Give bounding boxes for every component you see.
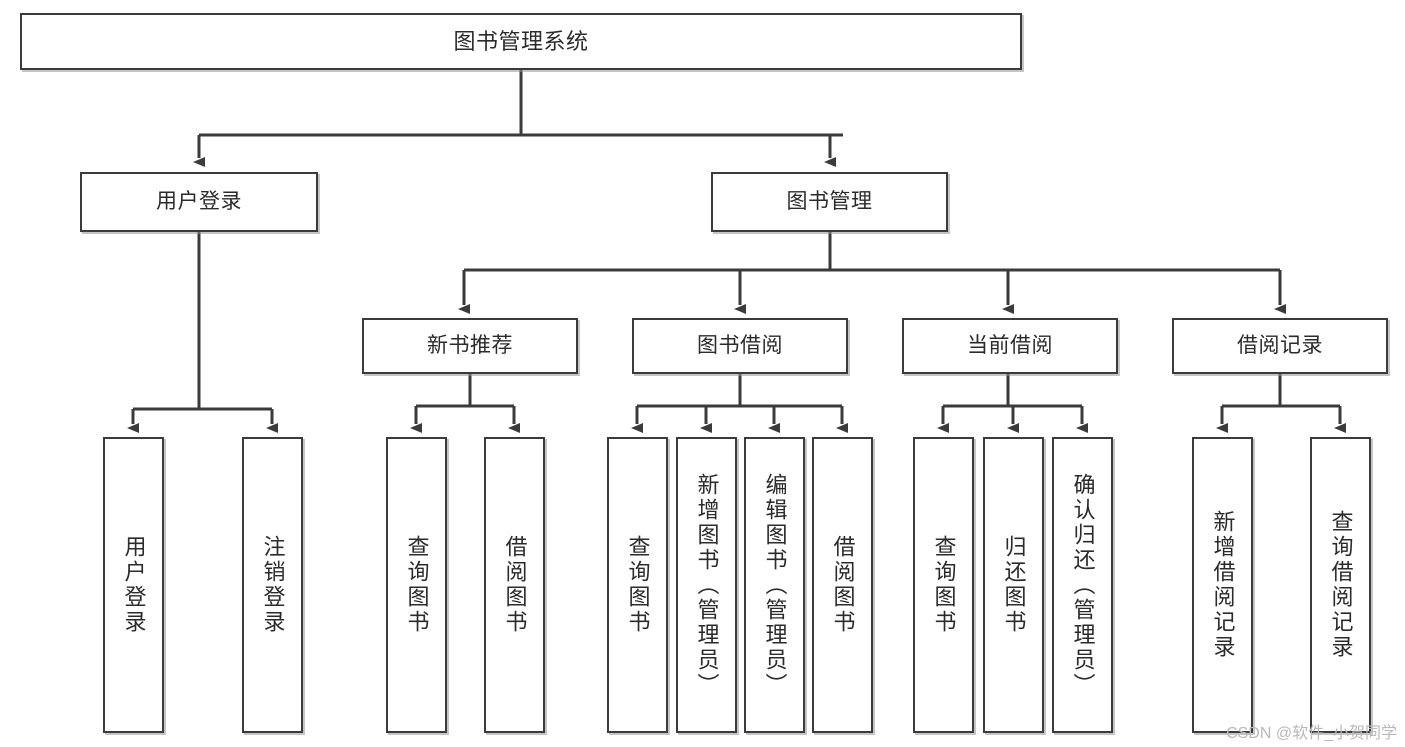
node-book-borrow[interactable]: 图书借阅: [632, 318, 848, 374]
node-leaf-query-borrow-record[interactable]: 查询借阅记录: [1310, 437, 1371, 733]
node-leaf-add-borrow-record-label: 新增借阅记录: [1210, 510, 1236, 660]
node-leaf-confirm-return-admin-label: 确认归还（管理员）: [1070, 472, 1096, 698]
node-leaf-query-book-cur[interactable]: 查询图书: [913, 437, 974, 733]
node-leaf-edit-book-admin-label: 编辑图书（管理员）: [762, 472, 788, 698]
node-leaf-borrow-book[interactable]: 借阅图书: [812, 437, 873, 733]
node-leaf-query-book[interactable]: 查询图书: [607, 437, 668, 733]
node-leaf-borrow-book-rec[interactable]: 借阅图书: [484, 437, 545, 733]
node-leaf-borrow-book-label: 借阅图书: [830, 535, 856, 635]
node-leaf-return-book[interactable]: 归还图书: [983, 437, 1044, 733]
node-borrow-record-label: 借阅记录: [1237, 333, 1323, 357]
watermark-text: CSDN @软件_小贺同学: [1226, 725, 1397, 742]
node-borrow-record[interactable]: 借阅记录: [1172, 318, 1388, 374]
node-leaf-edit-book-admin[interactable]: 编辑图书（管理员）: [744, 437, 805, 733]
node-leaf-return-book-label: 归还图书: [1001, 535, 1027, 635]
node-leaf-add-borrow-record[interactable]: 新增借阅记录: [1192, 437, 1253, 733]
node-leaf-query-book-rec[interactable]: 查询图书: [386, 437, 447, 733]
node-root[interactable]: 图书管理系统: [20, 13, 1022, 70]
node-user-login-label: 用户登录: [156, 189, 242, 213]
node-root-label: 图书管理系统: [453, 28, 589, 54]
node-book-borrow-label: 图书借阅: [697, 333, 783, 357]
node-book-manage-label: 图书管理: [786, 189, 873, 213]
node-leaf-borrow-book-rec-label: 借阅图书: [502, 535, 528, 635]
node-leaf-query-borrow-record-label: 查询借阅记录: [1328, 510, 1354, 660]
node-current-borrow[interactable]: 当前借阅: [902, 318, 1118, 374]
node-leaf-user-logout[interactable]: 注销登录: [242, 437, 303, 733]
node-leaf-query-book-label: 查询图书: [625, 535, 651, 635]
node-leaf-confirm-return-admin[interactable]: 确认归还（管理员）: [1052, 437, 1113, 733]
node-user-login[interactable]: 用户登录: [80, 172, 318, 232]
node-leaf-add-book-admin-label: 新增图书（管理员）: [694, 472, 720, 698]
node-leaf-query-book-cur-label: 查询图书: [931, 535, 957, 635]
node-new-book-recommend-label: 新书推荐: [427, 333, 513, 357]
node-leaf-user-login[interactable]: 用户登录: [103, 437, 164, 733]
node-leaf-user-logout-label: 注销登录: [260, 535, 286, 635]
node-leaf-user-login-label: 用户登录: [121, 535, 147, 635]
node-current-borrow-label: 当前借阅: [967, 333, 1053, 357]
node-leaf-add-book-admin[interactable]: 新增图书（管理员）: [676, 437, 737, 733]
node-leaf-query-book-rec-label: 查询图书: [404, 535, 430, 635]
node-new-book-recommend[interactable]: 新书推荐: [362, 318, 578, 374]
node-book-manage[interactable]: 图书管理: [711, 172, 948, 232]
